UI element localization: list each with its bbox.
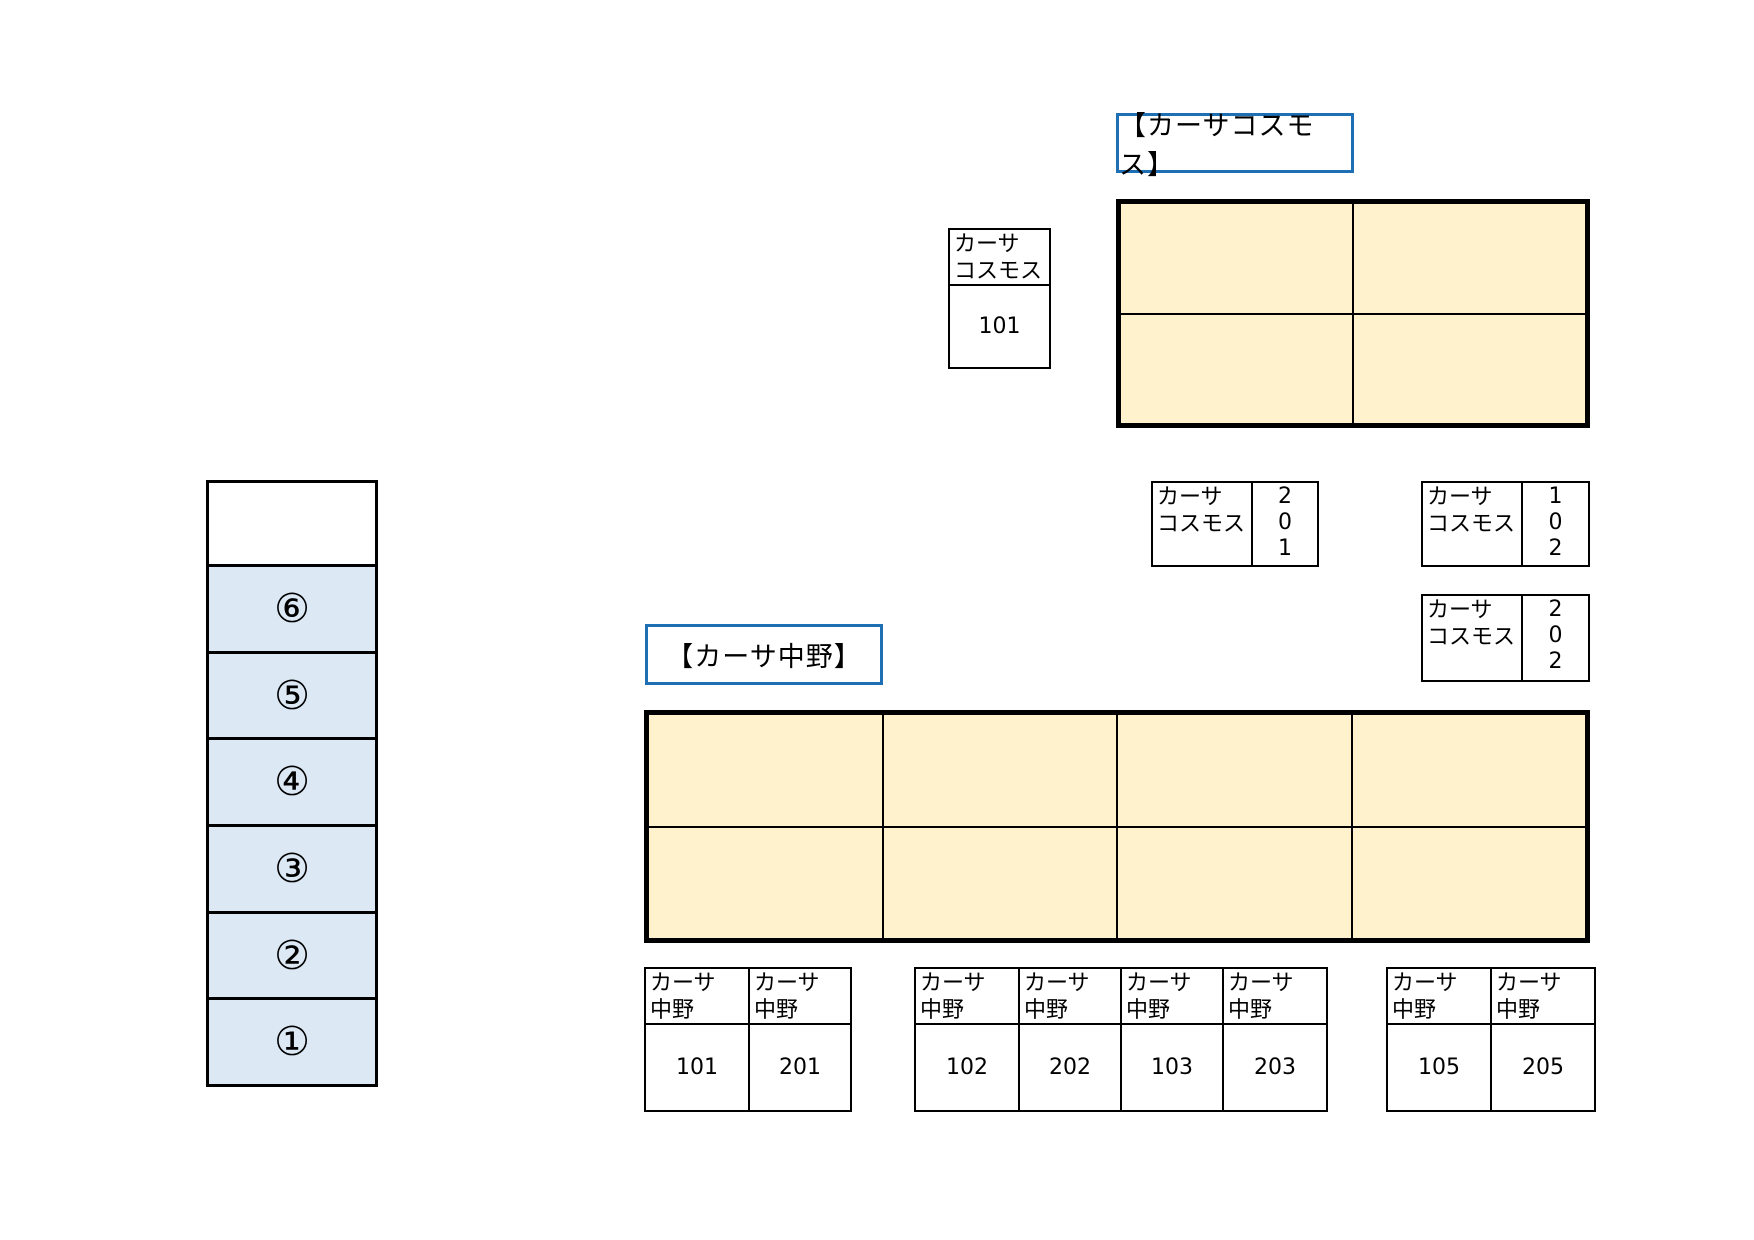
nakano-unit — [1351, 714, 1586, 827]
parking-area: ⑥ ⑤ ④ ③ ② ① — [206, 480, 378, 1087]
mailbox-number: 203 — [1254, 1055, 1296, 1080]
nakano-mailbox-group-1: カーサ 中野 101 カーサ 中野 201 — [644, 967, 852, 1112]
parking-slot-5: ⑤ — [209, 653, 375, 741]
mailbox-number: 101 — [978, 314, 1021, 339]
nakano-title: 【カーサ中野】 — [645, 624, 883, 685]
nakano-mailbox-102: カーサ 中野 102 — [914, 967, 1020, 1112]
nakano-mailbox-group-2: カーサ 中野 102 カーサ 中野 202 カーサ 中野 103 カーサ 中野 … — [914, 967, 1328, 1112]
mailbox-number: 202 — [1049, 1055, 1091, 1080]
mailbox-digit: 0 — [1278, 510, 1292, 535]
mailbox-label-line1: カーサ — [954, 232, 1020, 257]
mailbox-header: カーサ 中野 — [1224, 969, 1326, 1025]
cosmos-mailbox-201: カーサ コスモス 2 0 1 — [1151, 481, 1319, 567]
mailbox-label-line1: カーサ — [1228, 971, 1294, 996]
mailbox-number: 1 0 2 — [1523, 483, 1588, 565]
mailbox-number: 101 — [676, 1055, 718, 1080]
mailbox-digit: 1 — [1278, 536, 1292, 561]
mailbox-label-line1: カーサ — [1126, 971, 1192, 996]
mailbox-digit: 2 — [1548, 649, 1563, 674]
mailbox-header: カーサ 中野 — [750, 969, 850, 1025]
parking-slot-2: ② — [209, 913, 375, 1001]
mailbox-label-line1: カーサ — [650, 971, 716, 996]
mailbox-header: カーサ 中野 — [916, 969, 1018, 1025]
mailbox-digit: 1 — [1548, 484, 1563, 509]
parking-slot-4: ④ — [209, 740, 375, 828]
cosmos-title: 【カーサコスモス】 — [1116, 111, 1354, 181]
mailbox-header: カーサ コスモス — [1153, 483, 1253, 565]
mailbox-label-line1: カーサ — [1157, 485, 1223, 510]
mailbox-label-line2: 中野 — [754, 998, 799, 1023]
mailbox-header: カーサ コスモス — [950, 230, 1049, 286]
mailbox-label-line2: コスモス — [954, 259, 1043, 284]
mailbox-label-line1: カーサ — [1427, 485, 1493, 510]
nakano-unit — [1117, 826, 1352, 939]
mailbox-label-line1: カーサ — [920, 971, 986, 996]
mailbox-label-line2: 中野 — [1228, 998, 1273, 1023]
mailbox-label-line2: コスモス — [1427, 625, 1516, 650]
mailbox-header: カーサ 中野 — [1388, 969, 1490, 1025]
nakano-unit — [1117, 714, 1352, 827]
nakano-unit — [648, 826, 883, 939]
mailbox-number: 102 — [946, 1055, 988, 1080]
nakano-unit — [648, 714, 883, 827]
cosmos-building — [1116, 199, 1590, 428]
cosmos-unit — [1120, 203, 1353, 314]
mailbox-label-line2: コスモス — [1427, 512, 1516, 537]
nakano-mailbox-201: カーサ 中野 201 — [750, 967, 852, 1112]
mailbox-label-line2: 中野 — [1392, 998, 1437, 1023]
parking-slot-1: ① — [209, 1000, 375, 1085]
mailbox-digit: 2 — [1548, 536, 1563, 561]
mailbox-header: カーサ コスモス — [1423, 483, 1523, 565]
mailbox-header: カーサ 中野 — [1122, 969, 1222, 1025]
nakano-mailbox-205: カーサ 中野 205 — [1492, 967, 1596, 1112]
mailbox-label-line2: 中野 — [1126, 998, 1171, 1023]
mailbox-number: 103 — [1151, 1055, 1193, 1080]
nakano-mailbox-group-3: カーサ 中野 105 カーサ 中野 205 — [1386, 967, 1596, 1112]
nakano-mailbox-103: カーサ 中野 103 — [1122, 967, 1224, 1112]
cosmos-mailbox-102: カーサ コスモス 1 0 2 — [1421, 481, 1590, 567]
mailbox-digit: 0 — [1548, 510, 1563, 535]
nakano-mailbox-105: カーサ 中野 105 — [1386, 967, 1492, 1112]
mailbox-label-line2: 中野 — [650, 998, 695, 1023]
nakano-mailbox-202: カーサ 中野 202 — [1020, 967, 1122, 1112]
mailbox-header: カーサ コスモス — [1423, 596, 1523, 680]
cosmos-unit — [1120, 313, 1353, 424]
mailbox-label-line2: 中野 — [1496, 998, 1541, 1023]
mailbox-label-line1: カーサ — [1427, 598, 1493, 623]
mailbox-label-line2: 中野 — [920, 998, 965, 1023]
mailbox-header: カーサ 中野 — [646, 969, 748, 1025]
parking-slot-6: ⑥ — [209, 567, 375, 654]
mailbox-number: 205 — [1522, 1055, 1564, 1080]
cosmos-mailbox-202: カーサ コスモス 2 0 2 — [1421, 594, 1590, 682]
mailbox-label-line1: カーサ — [1496, 971, 1562, 996]
mailbox-label-line1: カーサ — [754, 971, 820, 996]
nakano-building — [644, 710, 1590, 943]
mailbox-header: カーサ 中野 — [1492, 969, 1594, 1025]
mailbox-number: 2 0 1 — [1253, 483, 1317, 565]
mailbox-digit: 2 — [1278, 484, 1292, 509]
mailbox-header: カーサ 中野 — [1020, 969, 1120, 1025]
cosmos-unit — [1353, 203, 1586, 314]
mailbox-number: 105 — [1418, 1055, 1460, 1080]
cosmos-unit — [1353, 313, 1586, 424]
nakano-unit — [882, 714, 1117, 827]
parking-slot-3: ③ — [209, 827, 375, 914]
cosmos-mailbox-101: カーサ コスモス 101 — [948, 228, 1051, 369]
nakano-mailbox-101: カーサ 中野 101 — [644, 967, 750, 1112]
mailbox-digit: 2 — [1548, 597, 1563, 622]
mailbox-label-line1: カーサ — [1024, 971, 1090, 996]
nakano-mailbox-203: カーサ 中野 203 — [1224, 967, 1328, 1112]
mailbox-label-line2: 中野 — [1024, 998, 1069, 1023]
mailbox-label-line2: コスモス — [1157, 512, 1246, 537]
mailbox-label-line1: カーサ — [1392, 971, 1458, 996]
mailbox-number: 2 0 2 — [1523, 596, 1588, 680]
mailbox-number: 201 — [779, 1055, 821, 1080]
mailbox-digit: 0 — [1548, 623, 1563, 648]
parking-empty-slot — [209, 483, 375, 567]
nakano-unit — [1351, 826, 1586, 939]
nakano-unit — [882, 826, 1117, 939]
